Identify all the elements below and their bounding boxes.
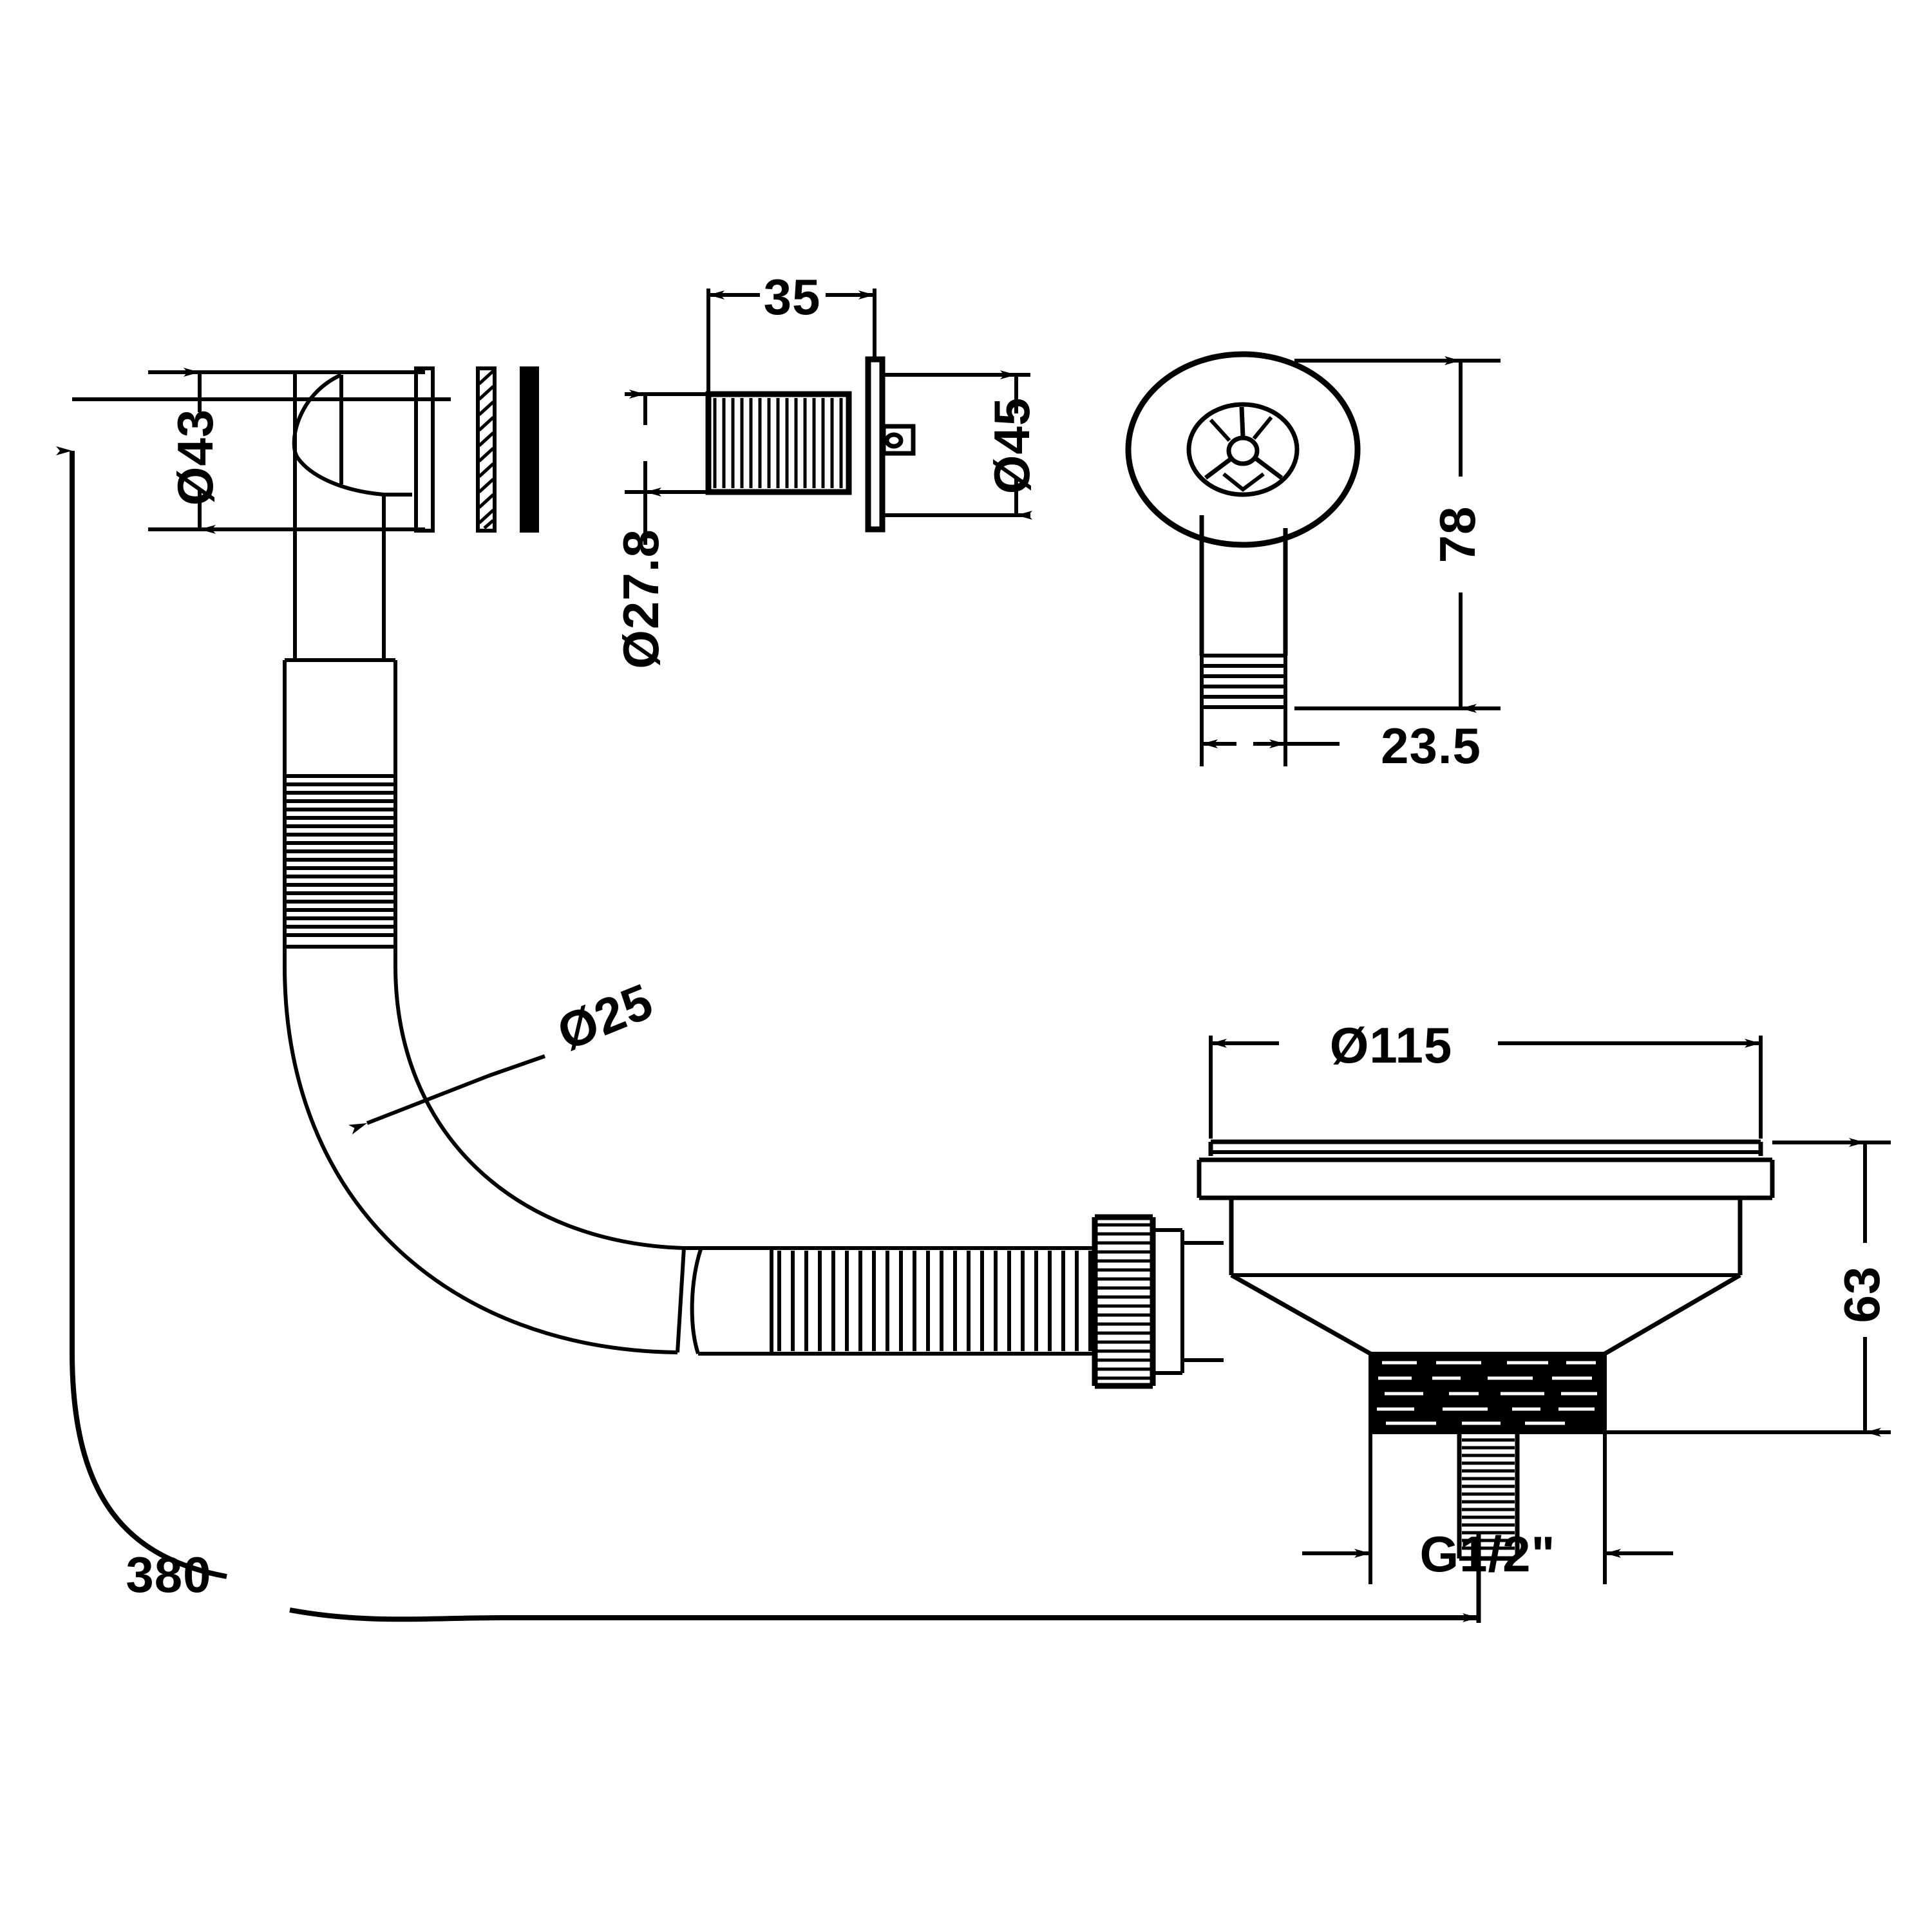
cover-grille-ring <box>1186 402 1300 497</box>
gasket-hatched-outline <box>476 366 497 533</box>
dim-235 <box>1200 708 1340 766</box>
dim-label-235: 23.5 <box>1381 717 1481 774</box>
dim-dia115 <box>1209 1036 1763 1139</box>
strainer-waste-part <box>1197 1139 1775 1561</box>
bend-seam-1 <box>676 1247 686 1353</box>
plug-screw-hole <box>884 432 904 449</box>
cover-grille-sep-b <box>1209 418 1231 442</box>
bend-inner-curve <box>393 965 685 1250</box>
dim-380-curve-lower <box>289 1607 503 1622</box>
dim-dia25 <box>348 1054 545 1135</box>
vertical-corrugated-hose <box>283 773 397 947</box>
dim-35 <box>706 289 876 394</box>
dim-380-curve-upper <box>70 1352 227 1579</box>
plug-flange-plate <box>865 356 886 533</box>
dim-label-dia45: Ø45 <box>983 397 1040 494</box>
dim-label-dia115: Ø115 <box>1330 1017 1453 1074</box>
dim-dia45 <box>882 370 1032 520</box>
strainer-tail-thread <box>1462 1438 1515 1550</box>
plug-screw-tab <box>881 424 916 456</box>
dim-label-dia278: Ø27.8 <box>612 529 669 668</box>
overflow-cover-part <box>1125 351 1361 709</box>
cover-shank-thread <box>1200 653 1287 709</box>
elbow-inner-scoop <box>292 373 412 497</box>
dim-label-35: 35 <box>764 269 821 325</box>
plug-thread-ribs <box>713 398 843 488</box>
dim-dia43 <box>148 368 425 534</box>
horizontal-corrugated-hose <box>777 1246 1095 1356</box>
dim-label-dia43: Ø43 <box>167 409 223 506</box>
strainer-taper-left <box>1230 1273 1372 1356</box>
cover-grille-sep-c <box>1222 472 1265 492</box>
gasket-solid <box>520 366 539 533</box>
strainer-thread-highlights <box>1377 1361 1597 1425</box>
cover-grille-hub <box>1226 435 1260 466</box>
dim-380 <box>56 446 1479 1622</box>
overflow-plug-part <box>705 356 916 533</box>
plug-body-outline <box>705 391 852 495</box>
dim-label-dia25: Ø25 <box>549 972 660 1061</box>
dim-78 <box>1294 356 1501 713</box>
dim-label-g12: G1/2" <box>1419 1526 1555 1582</box>
knurled-nut <box>1092 1214 1224 1389</box>
cover-grille-sep-a <box>1252 416 1273 440</box>
cover-spoke-top <box>1239 406 1245 437</box>
overflow-elbow-part <box>283 366 779 1356</box>
dim-label-78: 78 <box>1429 506 1486 564</box>
dim-63 <box>1605 1138 1891 1437</box>
gasket-washers <box>476 366 539 533</box>
cover-spoke-right <box>1254 457 1283 480</box>
cover-spoke-left <box>1204 457 1233 480</box>
dim-dia25-leader-arrow <box>348 1074 491 1135</box>
dim-label-380: 380 <box>126 1546 211 1603</box>
bend-outer-curve <box>283 965 678 1354</box>
cover-rosette-disc <box>1125 351 1361 548</box>
dim-g12 <box>1302 1432 1673 1584</box>
dim-dia278 <box>625 390 708 545</box>
strainer-taper-right <box>1604 1273 1741 1356</box>
dim-label-63: 63 <box>1833 1266 1890 1323</box>
dim-dia25-leader-line <box>489 1054 545 1077</box>
gasket-hatch-lines <box>478 370 495 529</box>
elbow-flange-plate <box>414 366 435 533</box>
bend-seam-2 <box>690 1249 703 1354</box>
